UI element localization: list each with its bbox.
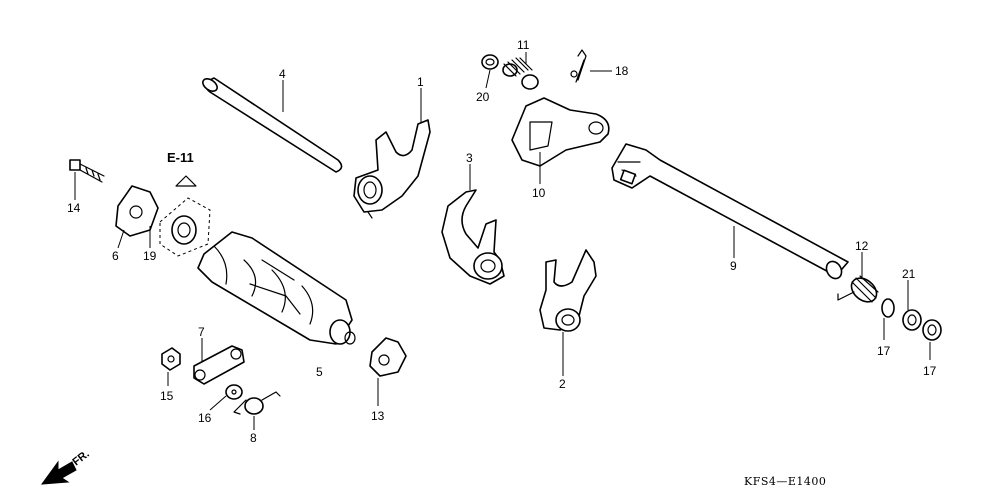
callout-9: 9 [730,259,737,273]
callout-16: 16 [198,411,212,425]
callout-21: 21 [902,267,916,281]
part-shift-drum [197,231,356,345]
part-washer-17a [881,298,895,318]
callout-19: 19 [143,249,157,263]
part-bolt-14 [69,159,105,183]
part-fork-shaft [202,77,343,173]
part-return-spring [837,275,879,303]
part-pin-18 [570,49,587,83]
callout-15: 15 [160,389,174,403]
callout-14: 14 [67,201,81,215]
diagram-reference-code: KFS4—E1400 [744,475,826,488]
part-washer-17b [922,319,942,341]
part-shift-fork-upper [353,119,431,219]
part-seal-21 [902,309,922,331]
callout-10: 10 [532,186,546,200]
callout-13: 13 [371,409,385,423]
callout-6: 6 [112,249,119,263]
callout-3: 3 [466,151,473,165]
callout-17a: 17 [877,344,891,358]
leader-lines [74,52,931,430]
callout-18: 18 [615,64,629,78]
callout-12: 12 [855,239,869,253]
front-direction-indicator: FR. [40,448,92,485]
callout-2: 2 [559,377,566,391]
front-arrow-icon [40,460,77,485]
section-reference-arrow [175,175,197,187]
part-stopper-arm [193,345,245,385]
callout-4: 4 [279,67,286,81]
part-bearing-19 [159,197,211,257]
callout-11: 11 [517,38,530,52]
part-bolt-15 [161,347,181,371]
callout-5: 5 [316,365,323,379]
part-stopper-spring [233,391,281,415]
callout-7: 7 [198,325,205,339]
part-gearshift-spindle [611,143,849,280]
section-reference-label: E-11 [167,150,194,165]
callout-1: 1 [417,75,424,89]
part-spring-small [502,57,539,90]
part-clip-20 [481,54,499,70]
callout-20: 20 [476,90,490,104]
part-shift-fork-lower [539,249,597,332]
part-plate-13 [369,337,407,377]
part-shift-arm-plate [511,97,610,167]
callout-8: 8 [250,431,257,445]
part-shift-fork-center [441,189,505,285]
callout-17b: 17 [923,364,937,378]
part-washer-16 [225,384,243,400]
part-drum-center [115,185,159,237]
